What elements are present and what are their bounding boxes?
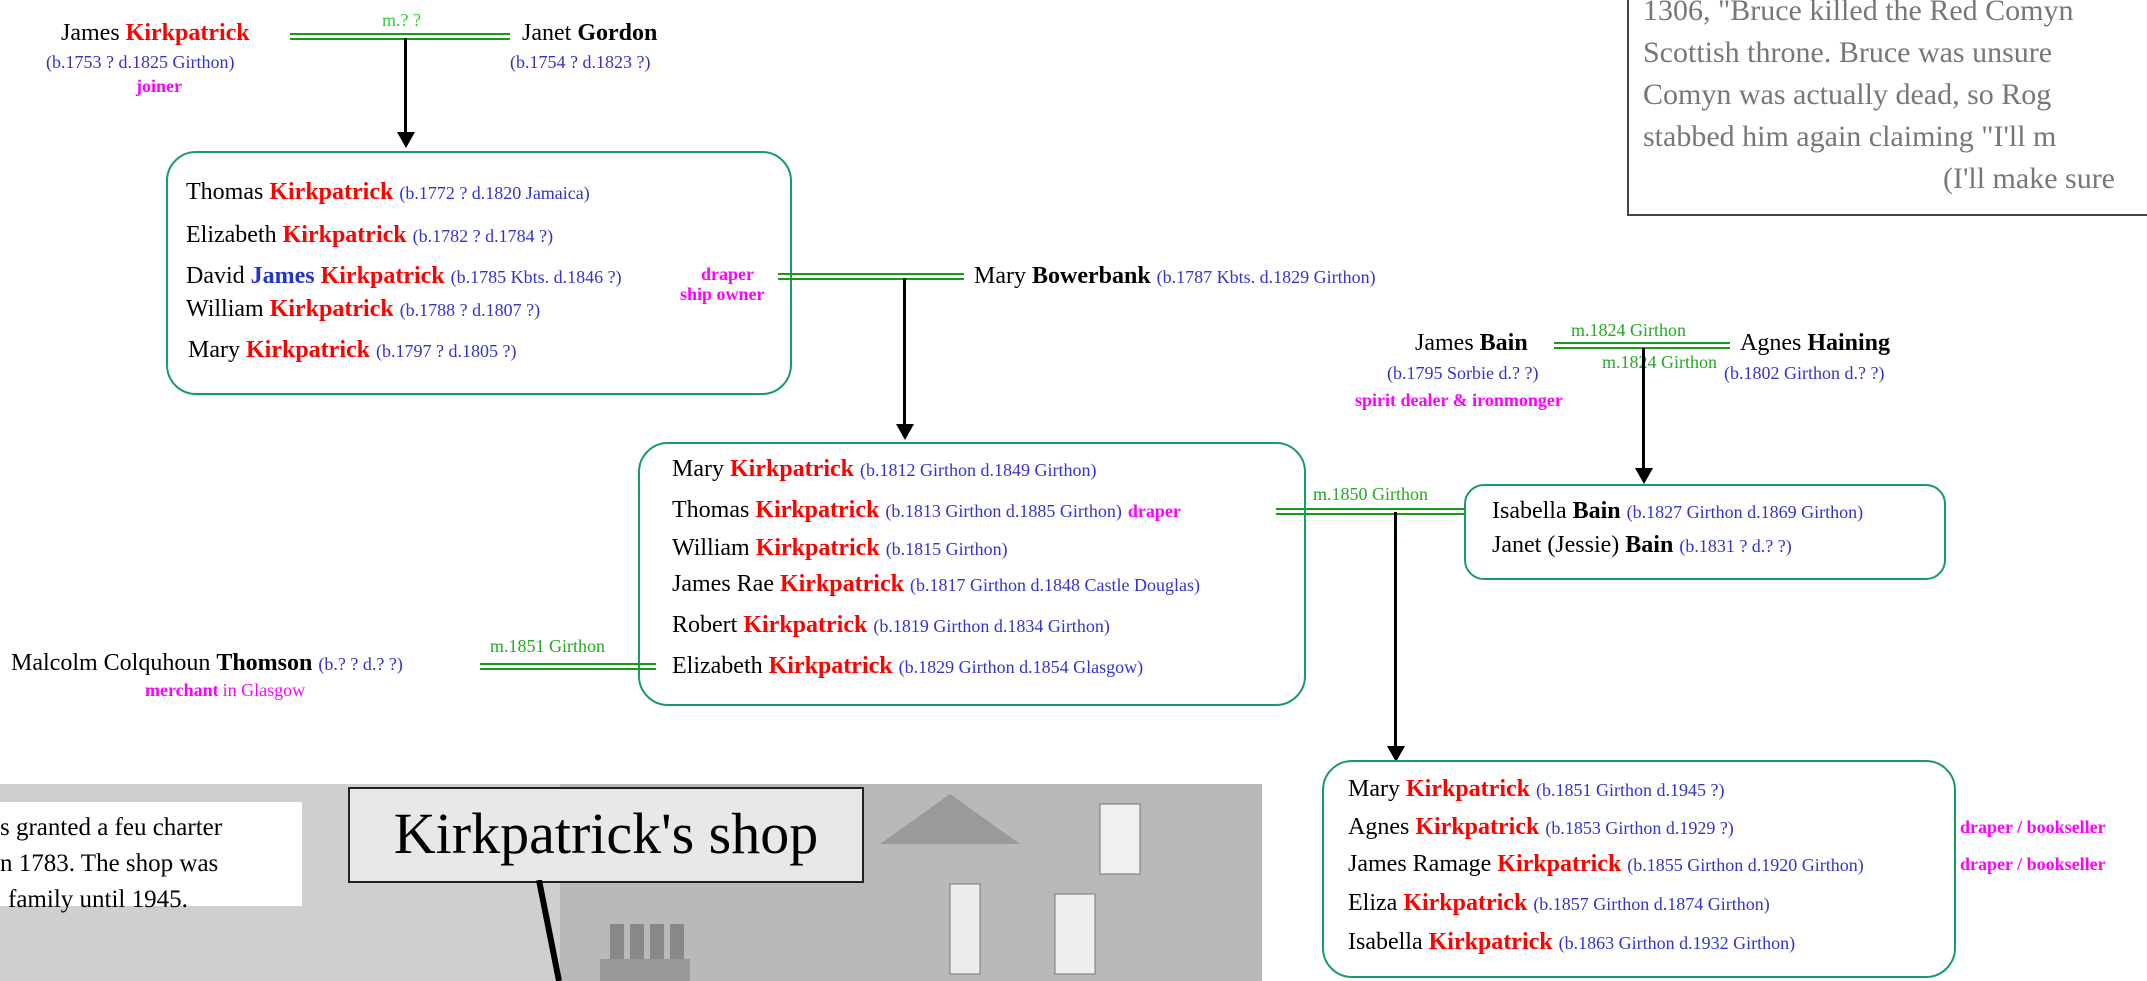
marriage-line	[480, 663, 656, 670]
descent-line	[1642, 348, 1645, 470]
child-row: James Rae Kirkpatrick (b.1817 Girthon d.…	[672, 571, 1200, 597]
charter-line: n 1783. The shop was	[0, 850, 219, 877]
occupation-label: joiner	[136, 76, 182, 96]
descent-line	[1394, 512, 1397, 748]
occupation-label: ship owner	[680, 284, 765, 304]
child-row: Mary Kirkpatrick (b.1851 Girthon d.1945 …	[1348, 776, 1725, 802]
descent-arrow	[397, 132, 415, 148]
person-malcolm-thomson: Malcolm Colquhoun Thomson (b.? ? d.? ?)	[11, 650, 403, 676]
charter-line: family until 1945.	[8, 886, 188, 913]
child-row: Thomas Kirkpatrick (b.1813 Girthon d.188…	[672, 497, 1181, 523]
child-row: William Kirkpatrick (b.1788 ? d.1807 ?)	[186, 296, 541, 322]
historical-quote-box: 1306, "Bruce killed the Red Comyn Scotti…	[1627, 0, 2147, 216]
child-row: Thomas Kirkpatrick (b.1772 ? d.1820 Jama…	[186, 179, 590, 205]
person-james-bain: James Bain	[1415, 330, 1528, 356]
child-row: Eliza Kirkpatrick (b.1857 Girthon d.1874…	[1348, 890, 1770, 916]
child-row: Janet (Jessie) Bain (b.1831 ? d.? ?)	[1492, 532, 1792, 558]
occupation-label: draper	[701, 264, 754, 284]
child-row: Isabella Kirkpatrick (b.1863 Girthon d.1…	[1348, 929, 1796, 955]
shop-caption-label: Kirkpatrick's shop	[348, 787, 864, 883]
person-dates: (b.1753 ? d.1825 Girthon)	[46, 52, 235, 72]
child-row: Elizabeth Kirkpatrick (b.1782 ? d.1784 ?…	[186, 222, 554, 248]
descent-arrow	[896, 424, 914, 440]
quote-line: 1306, "Bruce killed the Red Comyn	[1643, 0, 2074, 27]
person-mary-bowerbank: Mary Bowerbank (b.1787 Kbts. d.1829 Girt…	[974, 263, 1376, 289]
person-dates: (b.1795 Sorbie d.? ?)	[1387, 363, 1539, 383]
family-box-bain-children: Isabella Bain (b.1827 Girthon d.1869 Gir…	[1464, 484, 1946, 580]
quote-line: (I'll make sure	[1943, 162, 2116, 195]
feu-charter-note: s granted a feu charter n 1783. The shop…	[0, 802, 302, 913]
marriage-line	[1276, 508, 1466, 515]
marriage-label: m.1824 Girthon	[1571, 320, 1686, 340]
person-dates: (b.1802 Girthon d.? ?)	[1724, 363, 1885, 383]
descent-line	[903, 278, 906, 426]
marriage-label: m.1851 Girthon	[490, 636, 605, 656]
child-row: Robert Kirkpatrick (b.1819 Girthon d.183…	[672, 612, 1110, 638]
child-row: Elizabeth Kirkpatrick (b.1829 Girthon d.…	[672, 653, 1144, 679]
child-row: Mary Kirkpatrick (b.1812 Girthon d.1849 …	[672, 456, 1097, 482]
child-row: Isabella Bain (b.1827 Girthon d.1869 Gir…	[1492, 498, 1864, 524]
quote-line: Scottish throne. Bruce was unsure	[1643, 36, 2053, 69]
occupation-label: merchant in Glasgow	[145, 680, 306, 700]
child-row: Agnes Kirkpatrick (b.1853 Girthon d.1929…	[1348, 814, 1734, 840]
family-box-gen2: Thomas Kirkpatrick (b.1772 ? d.1820 Jama…	[166, 151, 792, 395]
shop-pointer-line	[536, 880, 562, 981]
person-dates: (b.1754 ? d.1823 ?)	[510, 52, 651, 72]
person-james-kirkpatrick: James Kirkpatrick	[61, 20, 250, 46]
descent-line	[404, 38, 407, 132]
charter-line: s granted a feu charter	[0, 814, 223, 841]
quote-line: Comyn was actually dead, so Rog	[1643, 78, 2052, 111]
child-row: James Ramage Kirkpatrick (b.1855 Girthon…	[1348, 851, 1864, 877]
family-box-gen4: Mary Kirkpatrick (b.1851 Girthon d.1945 …	[1322, 760, 1956, 978]
occupation-label: draper / bookseller	[1960, 854, 2106, 874]
child-row: William Kirkpatrick (b.1815 Girthon)	[672, 535, 1008, 561]
quote-line: stabbed him again claiming "I'll m	[1643, 120, 2057, 153]
marriage-label: m.1850 Girthon	[1313, 484, 1428, 504]
marriage-label: m.1824 Girthon	[1602, 352, 1717, 372]
person-agnes-haining: Agnes Haining	[1740, 330, 1891, 356]
marriage-line	[290, 33, 510, 40]
occupation-label: draper / bookseller	[1960, 817, 2106, 837]
marriage-line	[778, 273, 964, 280]
person-janet-gordon: Janet Gordon	[522, 20, 658, 46]
family-box-gen3: Mary Kirkpatrick (b.1812 Girthon d.1849 …	[638, 442, 1306, 706]
child-row: David James Kirkpatrick (b.1785 Kbts. d.…	[186, 263, 622, 289]
descent-arrow	[1387, 746, 1405, 762]
marriage-label: m.? ?	[382, 10, 421, 30]
child-row: Mary Kirkpatrick (b.1797 ? d.1805 ?)	[188, 337, 517, 363]
occupation-label: spirit dealer & ironmonger	[1355, 390, 1563, 410]
descent-arrow	[1635, 468, 1653, 484]
